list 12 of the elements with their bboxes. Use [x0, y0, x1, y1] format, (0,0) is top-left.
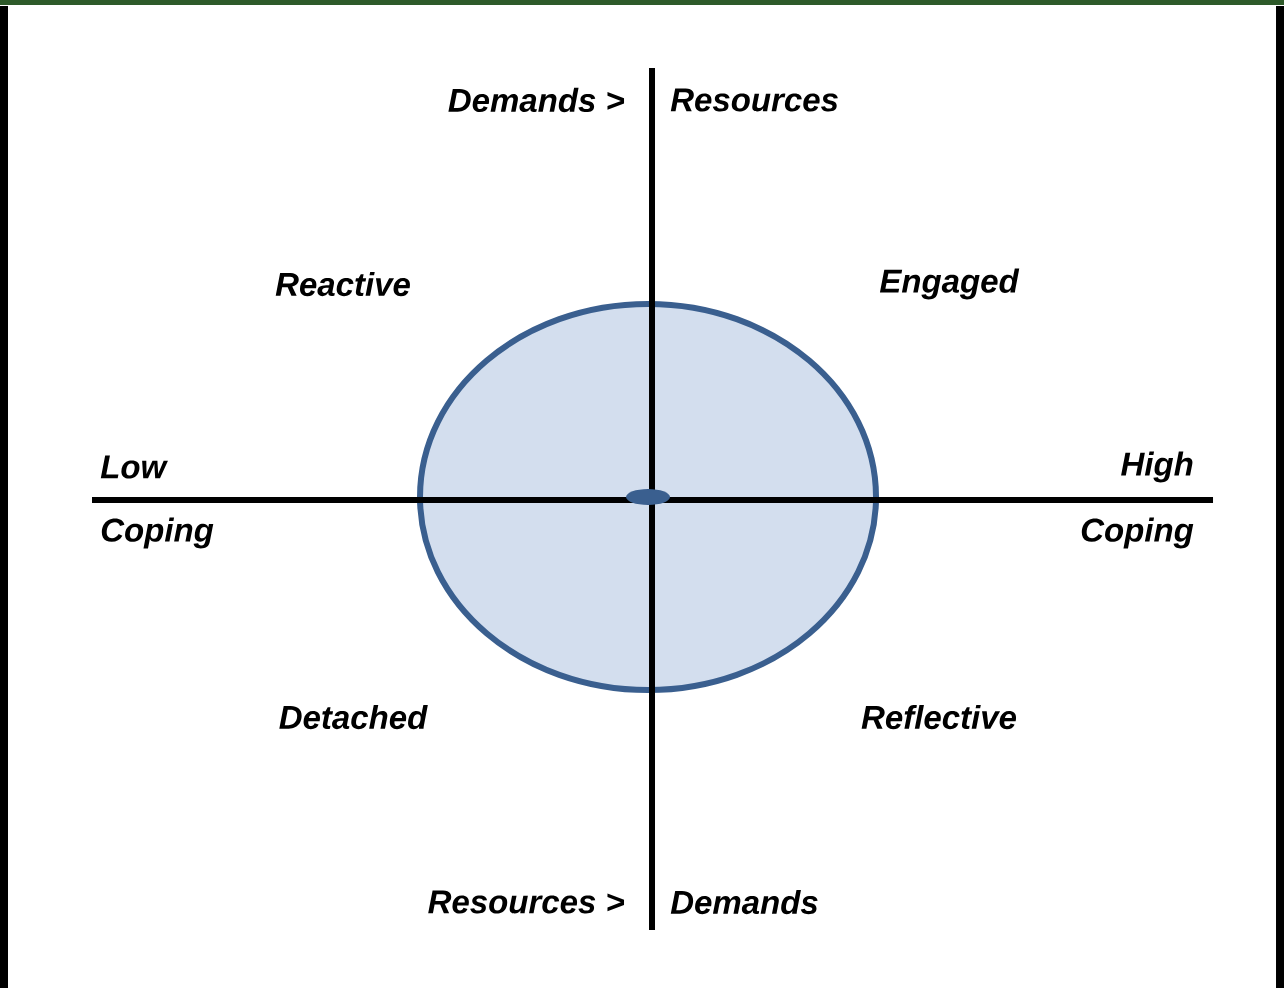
axis-label: Demands — [670, 889, 818, 915]
quadrant-label: Detached — [279, 704, 428, 730]
quadrant-label: Reflective — [861, 704, 1017, 730]
axis-label: High — [1121, 451, 1193, 483]
quadrant-label: Engaged — [879, 268, 1020, 300]
quadrant-label: Reactive — [275, 271, 410, 297]
axis-label: Demands > — [448, 87, 625, 113]
axis-label: Low — [100, 455, 168, 479]
axis-label: Coping — [101, 517, 214, 549]
axis-label: Resources > — [428, 890, 624, 914]
axis-label: Coping — [1081, 517, 1194, 549]
axis-label: Resources — [670, 88, 838, 112]
